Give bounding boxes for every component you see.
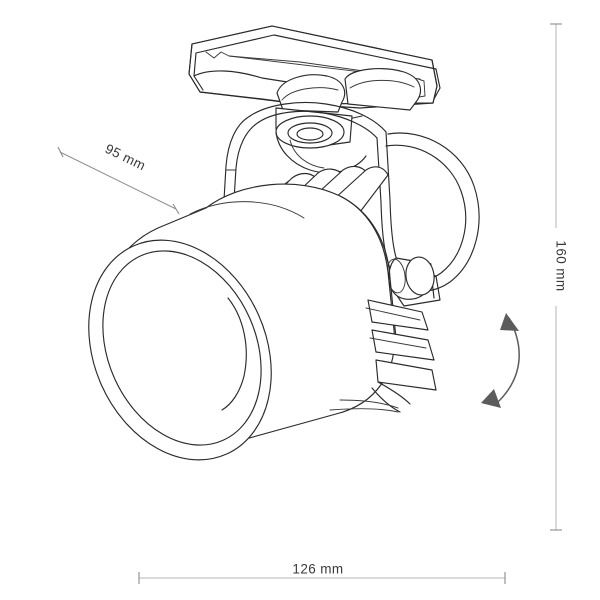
track-adapter-left-cap — [188, 43, 201, 93]
ball-joint-assembly — [275, 107, 367, 174]
yoke-right-arm-outer — [385, 131, 405, 277]
depth-dimension-leader — [59, 151, 177, 210]
heat-sink-fin-rear-2-line — [369, 337, 427, 349]
track-adapter-right-notch — [417, 78, 426, 98]
yoke-crown-inner — [258, 110, 378, 139]
head-body-seam — [189, 201, 305, 219]
height-label-backdrop — [546, 228, 567, 306]
twist-lock-knob-left-ridge — [281, 87, 339, 101]
depth-dimension-tick-start — [57, 146, 64, 158]
twist-lock-knobs — [276, 68, 422, 123]
heat-sink-fin-rear-3 — [375, 359, 437, 391]
heat-sink-fin-rear-1-line — [365, 307, 421, 321]
heat-sink-tail-underside-2 — [329, 408, 399, 413]
height-dimension-group: 160 mm — [546, 23, 568, 531]
yoke-left-arm-inner — [233, 121, 260, 201]
ball-joint-skirt — [275, 131, 367, 174]
ball-joint-inner-ring — [296, 127, 324, 141]
heat-sink-fin-rear-2 — [371, 329, 435, 361]
depth-label-backdrop — [89, 128, 161, 182]
track-adapter-top-edge — [191, 25, 433, 61]
depth-dimension-group: 95 mm — [57, 128, 180, 215]
head-rear-cap-edge — [339, 195, 397, 339]
width-label-backdrop — [276, 554, 360, 576]
rear-d-loop-outer — [387, 132, 480, 292]
width-dimension-label: 126 mm — [292, 562, 343, 577]
pivot-knob-face — [405, 256, 435, 296]
lens-bezel-inner — [102, 250, 262, 446]
ball-joint-skirt-shade — [289, 139, 325, 169]
yoke-left-arm-outer — [223, 115, 251, 215]
twist-lock-knob-right-ridge — [349, 79, 415, 89]
track-adapter-slot-groove — [205, 51, 421, 80]
height-dimension-label: 160 mm — [553, 240, 568, 291]
track-adapter-right-cap-inner — [433, 68, 441, 100]
tilt-rotation-arrow — [481, 313, 520, 408]
heat-sink-fins-rear — [329, 299, 437, 413]
spotlight-product-drawing — [88, 25, 480, 461]
depth-dimension-tick-end — [172, 203, 180, 215]
width-dimension-group: 126 mm — [138, 554, 506, 584]
yoke-crown-outer — [249, 101, 387, 133]
twist-lock-knob-right — [344, 68, 422, 111]
heat-sink-tail-edge-2 — [371, 387, 401, 413]
heat-sink-tail-edge — [377, 381, 411, 405]
heat-sink-tail-underside — [339, 399, 399, 409]
pivot-knob — [386, 256, 435, 300]
front-lens-bezel — [88, 239, 272, 461]
tilt-rotation-arrowhead-bottom — [481, 389, 501, 408]
track-adapter-top-fold — [195, 34, 437, 70]
lens-recess-crescent — [221, 297, 247, 411]
track-adapter-lower-bevel — [193, 70, 301, 85]
tilt-rotation-arrowhead-top — [500, 313, 519, 331]
